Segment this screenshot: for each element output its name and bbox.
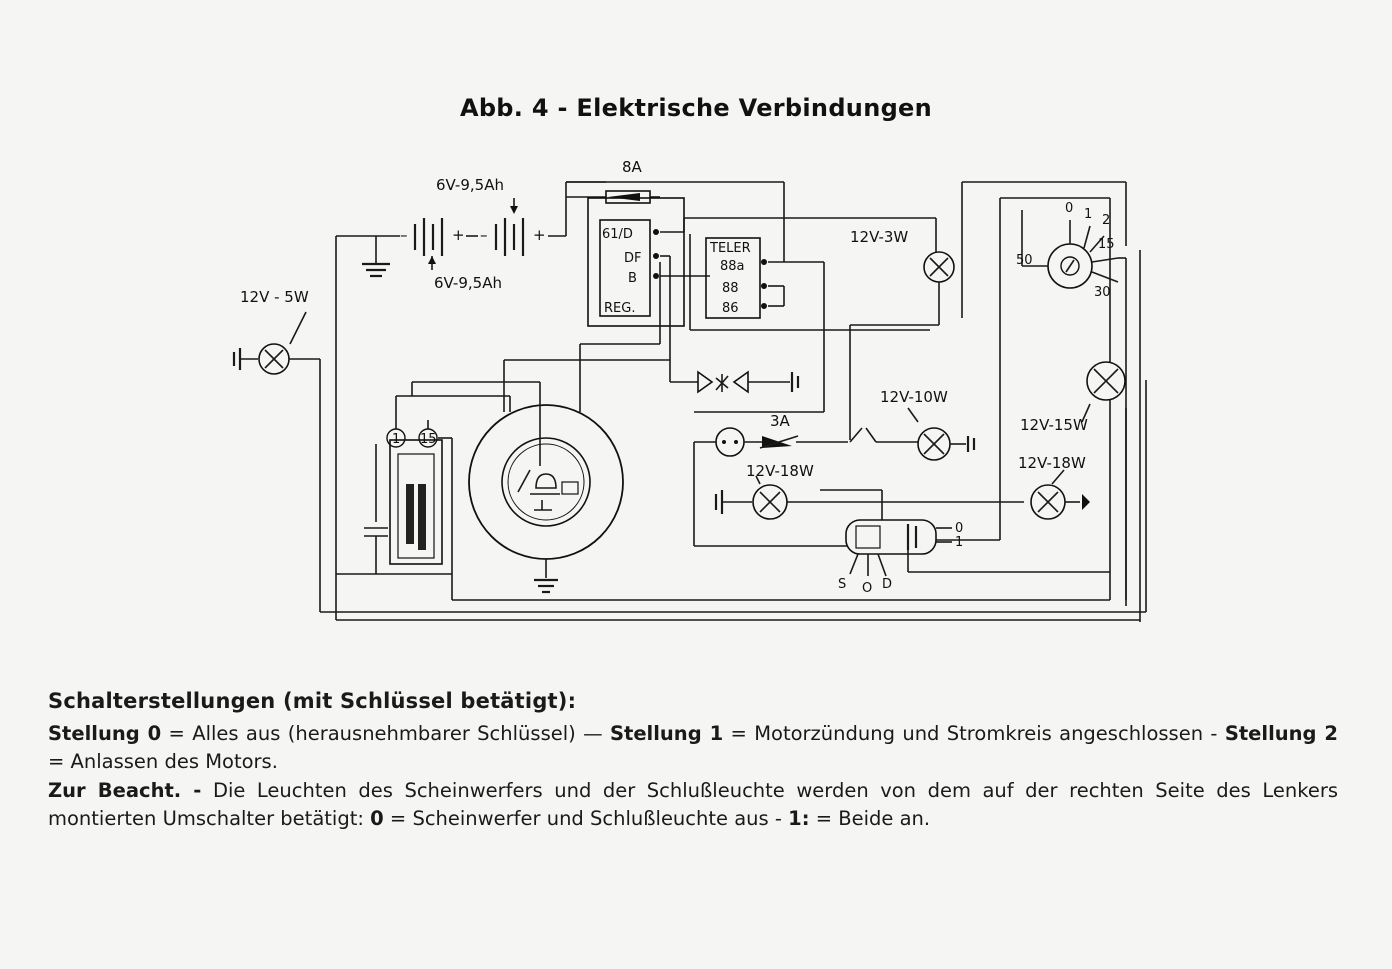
relay-box	[669, 234, 930, 412]
legend-s1-label: Stellung 1	[609, 721, 724, 745]
generator	[468, 262, 670, 594]
lamp-18w-right	[1030, 469, 1090, 520]
legend-note: Zur Beacht. - Die Leuchten des Scheinwer…	[48, 777, 1338, 834]
battery-pack: – + – +	[335, 182, 567, 620]
relay-terminal-88: 88	[722, 281, 739, 296]
legend-s2-label: Stellung 2	[1224, 721, 1339, 745]
handlebar-switch	[845, 519, 1070, 577]
fuse-3a-label: 3A	[770, 412, 791, 430]
hb-pos-1: 1	[955, 535, 963, 550]
fuse-3a-circuit	[693, 407, 976, 547]
relay-name: TELER	[709, 241, 751, 256]
ignition-coil	[336, 381, 1110, 601]
lamp-10w-label: 12V-10W	[880, 388, 948, 406]
legend-note-label: Zur Beacht. -	[48, 778, 202, 802]
lamp-5w	[232, 311, 1147, 613]
lamp-15w	[1070, 198, 1127, 600]
legend-note-text: Die Leuchten des Scheinwerfers und der S…	[48, 778, 1338, 831]
battery-label-lower: 6V-9,5Ah	[434, 274, 502, 292]
legend-positions: Stellung 0 = Alles aus (herausnehmbarer …	[48, 720, 1338, 777]
wiring-diagram: – + – + 6V-9,5Ah 6V-9,5Ah 8A	[232, 158, 1147, 622]
key-pos-1: 1	[1084, 207, 1092, 222]
lamp-18w-left-label: 12V-18W	[746, 462, 814, 480]
svg-text:–: –	[480, 226, 488, 244]
key-term-15: 15	[1098, 237, 1115, 252]
lamp-18w-right-label: 12V-18W	[1018, 454, 1086, 472]
key-term-50: 50	[1016, 253, 1033, 268]
hb-term-o: O	[862, 581, 872, 596]
key-term-30: 30	[1094, 285, 1111, 300]
hb-pos-0: 0	[955, 521, 963, 536]
key-pos-0: 0	[1065, 201, 1073, 216]
legend-note-b0: 0	[370, 807, 384, 830]
legend-note-text2: = Scheinwerfer und Schlußleuchte aus -	[383, 807, 789, 830]
figure-title: Abb. 4 - Elektrische Verbindungen	[459, 94, 933, 122]
key-pos-2: 2	[1102, 213, 1110, 228]
fuse-8a	[566, 181, 785, 262]
legend-s2-text: = Anlassen des Motors.	[48, 750, 278, 773]
legend-note-text3: = Beide an.	[809, 807, 931, 830]
svg-text:+: +	[452, 226, 465, 244]
svg-text:+: +	[533, 226, 546, 244]
hb-term-d: D	[882, 577, 892, 592]
lamp-15w-label: 12V-15W	[1020, 416, 1088, 434]
hb-term-s: S	[838, 577, 846, 592]
relay-terminal-86: 86	[722, 301, 739, 316]
legend-s0-text: = Alles aus (herausnehmbarer Schlüssel) …	[161, 721, 610, 745]
lamp-5w-label: 12V - 5W	[240, 288, 309, 306]
svg-text:–: –	[400, 226, 408, 244]
lamp-3w-label: 12V-3W	[850, 228, 908, 246]
relay-terminal-88a: 88a	[720, 259, 745, 274]
reg-terminal-df: DF	[624, 251, 642, 266]
regulator-box	[587, 197, 936, 327]
coil-term-15: 15	[420, 432, 437, 447]
reg-name: REG.	[604, 301, 635, 316]
horn	[669, 370, 800, 394]
battery-label-upper: 6V-9,5Ah	[436, 176, 504, 194]
legend-s1-text: = Motorzündung und Stromkreis angeschlos…	[723, 721, 1225, 745]
legend-note-b1: 1:	[788, 807, 810, 830]
switch-legend: Schalterstellungen (mit Schlüssel betäti…	[48, 687, 1338, 834]
legend-s0-label: Stellung 0	[48, 721, 162, 745]
lamp-3w	[849, 218, 955, 440]
reg-terminal-61d: 61/D	[602, 227, 633, 242]
lamp-18w-left	[714, 475, 1024, 520]
legend-heading: Schalterstellungen (mit Schlüssel betäti…	[48, 689, 577, 713]
fuse-8a-label: 8A	[622, 158, 643, 176]
coil-term-1: 1	[392, 432, 400, 447]
reg-terminal-b: B	[628, 271, 637, 286]
